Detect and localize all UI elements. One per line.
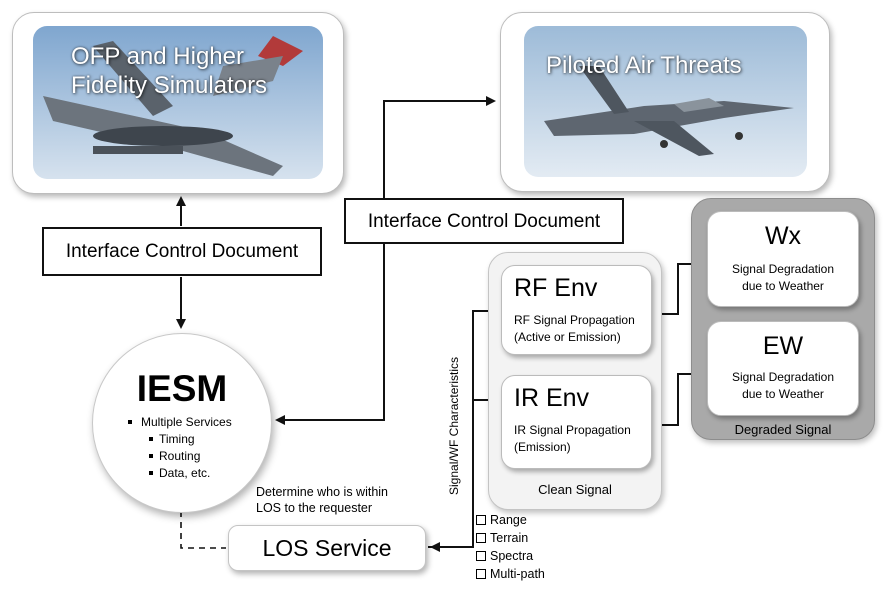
ew-line1: Signal Degradation	[731, 370, 835, 384]
iesm-services-list: Multiple Services Timing Routing Data, e…	[123, 414, 232, 482]
iesm-title: IESM	[136, 368, 228, 409]
air-threats-title: Piloted Air Threats	[546, 52, 742, 79]
arrow-to-iesm	[275, 244, 385, 425]
iesm-sub-bullet: Timing	[123, 431, 232, 448]
arrow-to-wx	[655, 259, 703, 315]
iesm-circle: IESM Multiple Services Timing Routing Da…	[92, 333, 272, 513]
clean-signal-group: RF Env RF Signal Propagation (Active or …	[488, 252, 662, 510]
checklist-item: Spectra	[475, 547, 545, 565]
ew-box: EW Signal Degradation due to Weather	[707, 321, 859, 416]
ew-desc: Signal Degradation due to Weather	[708, 369, 858, 403]
los-note-line2: LOS to the requester	[256, 501, 373, 515]
wx-title: Wx	[764, 222, 802, 250]
ir-env-title: IR Env	[514, 384, 590, 412]
rf-env-title: RF Env	[514, 274, 598, 302]
rf-env-line1: RF Signal Propagation	[514, 313, 635, 327]
fighter-jet-image	[524, 26, 807, 177]
icd-center-label: Interface Control Document	[367, 210, 601, 232]
iesm-sub-bullet: Data, etc.	[123, 465, 232, 482]
rf-env-desc: RF Signal Propagation (Active or Emissio…	[514, 312, 635, 346]
characteristics-checklist: Range Terrain Spectra Multi-path	[475, 511, 545, 583]
simulators-photo: OFP and Higher Fidelity Simulators	[33, 26, 323, 179]
rf-env-line2: (Active or Emission)	[514, 330, 621, 344]
ew-line2: due to Weather	[742, 387, 824, 401]
ir-env-line1: IR Signal Propagation	[514, 423, 631, 437]
checklist-item: Terrain	[475, 529, 545, 547]
arrow-to-ew	[655, 369, 703, 426]
checklist-item: Range	[475, 511, 545, 529]
iesm-bullet: Multiple Services	[123, 414, 232, 431]
ir-env-box: IR Env IR Signal Propagation (Emission)	[501, 375, 652, 469]
air-threats-card: Piloted Air Threats	[500, 12, 830, 192]
simulators-card: OFP and Higher Fidelity Simulators	[12, 12, 344, 194]
rf-env-box: RF Env RF Signal Propagation (Active or …	[501, 265, 652, 355]
los-note: Determine who is within LOS to the reque…	[256, 484, 388, 516]
iesm-sub-bullet: Routing	[123, 448, 232, 465]
arrow-to-air-threats	[383, 96, 496, 198]
los-service-label: LOS Service	[262, 534, 392, 561]
wx-desc: Signal Degradation due to Weather	[708, 261, 858, 295]
fighter-jet-image	[33, 26, 323, 179]
checklist-item: Multi-path	[475, 565, 545, 583]
signal-characteristics-label: Signal/WF Characteristics	[447, 356, 461, 495]
air-threats-photo: Piloted Air Threats	[524, 26, 807, 177]
ir-env-desc: IR Signal Propagation (Emission)	[514, 422, 631, 456]
icd-center-box: Interface Control Document	[344, 198, 624, 244]
simulators-title: OFP and Higher Fidelity Simulators	[71, 43, 268, 100]
wx-line1: Signal Degradation	[731, 262, 835, 276]
icd-left-box: Interface Control Document	[42, 227, 322, 276]
icd-left-label: Interface Control Document	[65, 241, 299, 262]
ir-env-line2: (Emission)	[514, 440, 571, 454]
wx-line2: due to Weather	[742, 279, 824, 293]
degraded-signal-label: Degraded Signal	[734, 422, 832, 437]
dashed-iesm-los	[180, 511, 226, 549]
clean-signal-label: Clean Signal	[538, 482, 612, 497]
los-service-box: LOS Service	[228, 525, 426, 571]
degraded-signal-group: Wx Signal Degradation due to Weather EW …	[691, 198, 875, 440]
los-note-line1: Determine who is within	[256, 485, 388, 499]
ew-title: EW	[762, 332, 804, 360]
wx-box: Wx Signal Degradation due to Weather	[707, 211, 859, 307]
